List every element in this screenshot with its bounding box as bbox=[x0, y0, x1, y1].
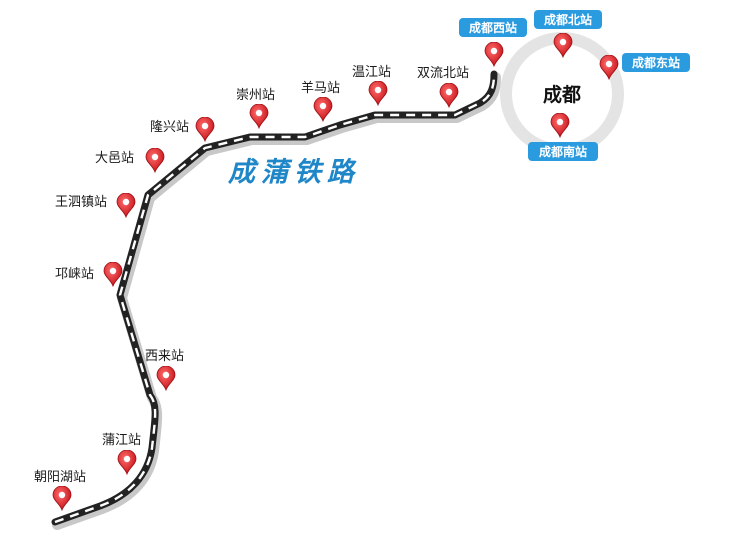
map-pin-icon bbox=[156, 366, 176, 391]
map-pin-icon bbox=[484, 42, 504, 67]
station-label: 大邑站 bbox=[95, 151, 134, 166]
station-dayi[interactable]: 大邑站 bbox=[95, 148, 165, 173]
map-pin-icon bbox=[52, 486, 72, 511]
station-chengdu-east[interactable]: 成都东站 bbox=[599, 53, 690, 80]
map-pin-icon bbox=[103, 262, 123, 287]
station-chaoyanghu[interactable]: 朝阳湖站 bbox=[34, 470, 86, 511]
map-pin-icon bbox=[550, 113, 570, 138]
rail-line bbox=[51, 70, 501, 530]
station-label: 崇州站 bbox=[236, 88, 275, 103]
map-pin-icon bbox=[439, 83, 459, 108]
station-badge bbox=[534, 10, 602, 29]
station-label: 隆兴站 bbox=[150, 120, 189, 135]
station-wangsizhen[interactable]: 王泗镇站 bbox=[55, 193, 136, 218]
city-name: 成都 bbox=[543, 83, 581, 106]
station-chongzhou[interactable]: 崇州站 bbox=[236, 88, 275, 129]
station-wenjiang[interactable]: 温江站 bbox=[352, 65, 391, 106]
station-label: 王泗镇站 bbox=[55, 195, 107, 210]
station-label: 蒲江站 bbox=[102, 433, 141, 448]
station-list: 朝阳湖站 蒲江站 西来站 邛崃站 王泗镇站 大邑站 隆兴站 崇州站 bbox=[34, 65, 469, 511]
station-chengdu-south[interactable]: 成都南站 bbox=[528, 113, 598, 161]
map-pin-icon bbox=[145, 148, 165, 173]
station-yangma[interactable]: 羊马站 bbox=[301, 80, 340, 122]
city-station-list: 成都西站 成都北站 成都东站 成都南站 bbox=[459, 10, 690, 161]
station-badge-label: 成都南站 bbox=[539, 144, 587, 159]
map-pin-icon bbox=[313, 97, 333, 122]
map-pin-icon bbox=[553, 33, 573, 58]
station-label: 西来站 bbox=[145, 349, 184, 364]
station-label: 朝阳湖站 bbox=[34, 470, 86, 485]
station-badge-label: 成都北站 bbox=[544, 12, 592, 27]
map-pin-icon bbox=[195, 117, 215, 142]
map-pin-icon bbox=[249, 104, 269, 129]
station-label: 温江站 bbox=[352, 65, 391, 80]
station-pujiang[interactable]: 蒲江站 bbox=[102, 433, 141, 475]
map-pin-icon bbox=[116, 193, 136, 218]
station-label: 双流北站 bbox=[417, 66, 469, 81]
station-longxing[interactable]: 隆兴站 bbox=[150, 117, 215, 142]
station-badge bbox=[459, 18, 527, 37]
station-badge bbox=[528, 142, 598, 161]
map-pin-icon bbox=[368, 81, 388, 106]
station-badge-label: 成都东站 bbox=[632, 55, 680, 70]
station-chengdu-west[interactable]: 成都西站 bbox=[459, 18, 527, 67]
station-badge bbox=[622, 53, 690, 72]
line-title: 成蒲铁路 bbox=[227, 157, 360, 188]
station-label: 羊马站 bbox=[301, 80, 340, 96]
station-label: 邛崃站 bbox=[55, 267, 94, 282]
station-xilai[interactable]: 西来站 bbox=[145, 349, 184, 391]
station-badge-label: 成都西站 bbox=[469, 20, 517, 35]
map-pin-icon bbox=[117, 450, 137, 475]
station-chengdu-north[interactable]: 成都北站 bbox=[534, 10, 602, 58]
station-qionglai[interactable]: 邛崃站 bbox=[55, 262, 123, 287]
station-shuangliubei[interactable]: 双流北站 bbox=[417, 66, 469, 108]
